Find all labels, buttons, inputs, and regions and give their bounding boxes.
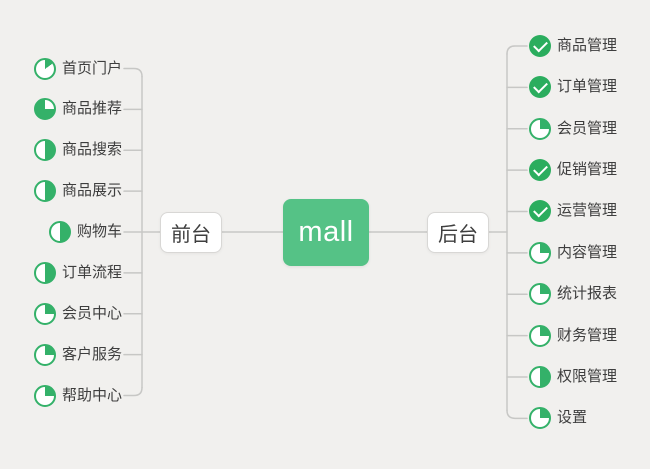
item-label: 会员中心 xyxy=(61,304,122,322)
tick-mark xyxy=(532,37,548,52)
progress-pie-icon xyxy=(529,365,551,388)
item-label: 权限管理 xyxy=(557,367,618,385)
mindmap-item[interactable]: 会员中心 xyxy=(33,302,122,326)
progress-pie-icon xyxy=(529,117,551,140)
mindmap-item[interactable]: 运营管理 xyxy=(529,199,617,223)
check-icon xyxy=(529,159,551,182)
progress-pie-icon xyxy=(33,302,56,325)
tick-mark xyxy=(532,202,548,218)
item-label: 客户服务 xyxy=(61,345,122,363)
item-label: 统计报表 xyxy=(557,285,618,303)
progress-pie-icon xyxy=(33,384,56,407)
item-label: 订单流程 xyxy=(61,263,122,281)
mindmap-item[interactable]: 统计报表 xyxy=(529,282,617,306)
check-icon xyxy=(529,35,551,57)
connector-path xyxy=(506,409,528,420)
progress-pie-icon xyxy=(529,324,551,347)
progress-pie-icon xyxy=(33,57,56,80)
item-label: 运营管理 xyxy=(557,202,618,220)
item-label: 首页门户 xyxy=(61,59,122,77)
progress-pie-icon xyxy=(33,343,56,366)
mindmap-item[interactable]: 订单流程 xyxy=(33,261,122,285)
progress-pie-icon xyxy=(529,241,551,264)
connector-path xyxy=(506,45,528,55)
progress-pie-icon xyxy=(33,261,56,284)
progress-pie-icon xyxy=(33,139,56,162)
connector-path xyxy=(123,386,143,397)
connector-path xyxy=(123,67,143,78)
item-label: 财务管理 xyxy=(557,326,618,344)
item-label: 订单管理 xyxy=(557,78,618,96)
mindmap-item[interactable]: 财务管理 xyxy=(529,324,617,348)
item-label: 促销管理 xyxy=(557,161,618,179)
item-label: 购物车 xyxy=(76,223,122,240)
mindmap-item[interactable]: 购物车 xyxy=(48,220,122,244)
mindmap-item[interactable]: 会员管理 xyxy=(529,117,617,141)
progress-pie-icon xyxy=(33,98,56,121)
mindmap-item[interactable]: 商品展示 xyxy=(33,179,122,203)
mindmap-item[interactable]: 商品推荐 xyxy=(33,97,122,121)
mindmap-item[interactable]: 订单管理 xyxy=(529,75,617,99)
mindmap-item[interactable]: 促销管理 xyxy=(529,158,617,182)
item-label: 商品展示 xyxy=(61,182,122,200)
mindmap-item[interactable]: 内容管理 xyxy=(529,241,617,265)
branch-node-frontend[interactable]: 前台 xyxy=(160,211,222,253)
item-label: 内容管理 xyxy=(557,243,618,261)
check-icon xyxy=(529,200,551,223)
tick-mark xyxy=(532,78,548,94)
mindmap-item[interactable]: 帮助中心 xyxy=(33,384,122,408)
progress-pie-icon xyxy=(529,407,551,430)
mindmap-item[interactable]: 商品管理 xyxy=(529,34,617,58)
tick-mark xyxy=(532,161,548,177)
item-label: 设置 xyxy=(557,409,588,427)
mindmap-item[interactable]: 设置 xyxy=(529,406,587,430)
mindmap-item[interactable]: 权限管理 xyxy=(529,365,617,389)
mindmap-item[interactable]: 客户服务 xyxy=(33,343,122,367)
item-label: 商品推荐 xyxy=(61,100,122,118)
root-node-mall[interactable]: mall xyxy=(283,199,369,266)
progress-pie-icon xyxy=(529,283,551,306)
check-icon xyxy=(529,76,551,99)
item-label: 商品管理 xyxy=(557,37,618,54)
progress-pie-icon xyxy=(48,221,71,243)
item-label: 商品搜索 xyxy=(61,141,122,159)
item-label: 帮助中心 xyxy=(61,386,122,404)
branch-node-backend[interactable]: 后台 xyxy=(427,211,489,253)
progress-pie-icon xyxy=(33,180,56,203)
mindmap-item[interactable]: 首页门户 xyxy=(33,57,122,81)
mindmap-item[interactable]: 商品搜索 xyxy=(33,138,122,162)
item-label: 会员管理 xyxy=(557,119,618,137)
